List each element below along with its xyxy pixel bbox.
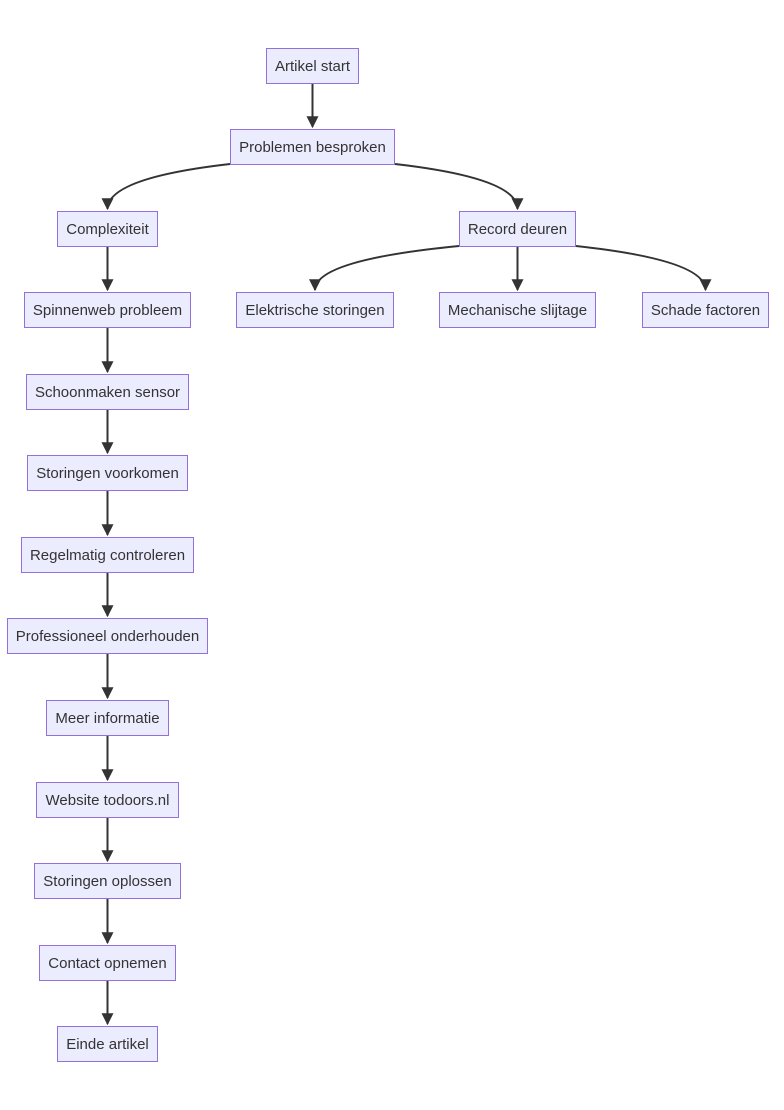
edge-record_deuren-to-schade_factoren — [575, 245, 712, 292]
node-contact-opnemen: Contact opnemen — [39, 945, 176, 981]
node-elektrische-storingen: Elektrische storingen — [236, 292, 394, 328]
edge-problemen_besproken-to-record_deuren — [394, 163, 524, 211]
node-complexiteit: Complexiteit — [57, 211, 158, 247]
node-artikel-start: Artikel start — [266, 48, 359, 84]
edge-record_deuren-to-elektrische_storingen — [309, 245, 460, 292]
node-spinnenweb-probleem: Spinnenweb probleem — [24, 292, 191, 328]
node-storingen-oplossen: Storingen oplossen — [34, 863, 181, 899]
node-schade-factoren: Schade factoren — [642, 292, 769, 328]
node-regelmatig-controleren: Regelmatig controleren — [21, 537, 194, 573]
node-problemen-besproken: Problemen besproken — [230, 129, 395, 165]
node-website-todoors: Website todoors.nl — [36, 782, 179, 818]
node-meer-informatie: Meer informatie — [46, 700, 169, 736]
node-schoonmaken-sensor: Schoonmaken sensor — [26, 374, 189, 410]
node-einde-artikel: Einde artikel — [57, 1026, 158, 1062]
node-storingen-voorkomen: Storingen voorkomen — [27, 455, 188, 491]
edge-problemen_besproken-to-complexiteit — [101, 163, 231, 211]
node-mechanische-slijtage: Mechanische slijtage — [439, 292, 596, 328]
node-record-deuren: Record deuren — [459, 211, 576, 247]
node-professioneel-onderhouden: Professioneel onderhouden — [7, 618, 208, 654]
